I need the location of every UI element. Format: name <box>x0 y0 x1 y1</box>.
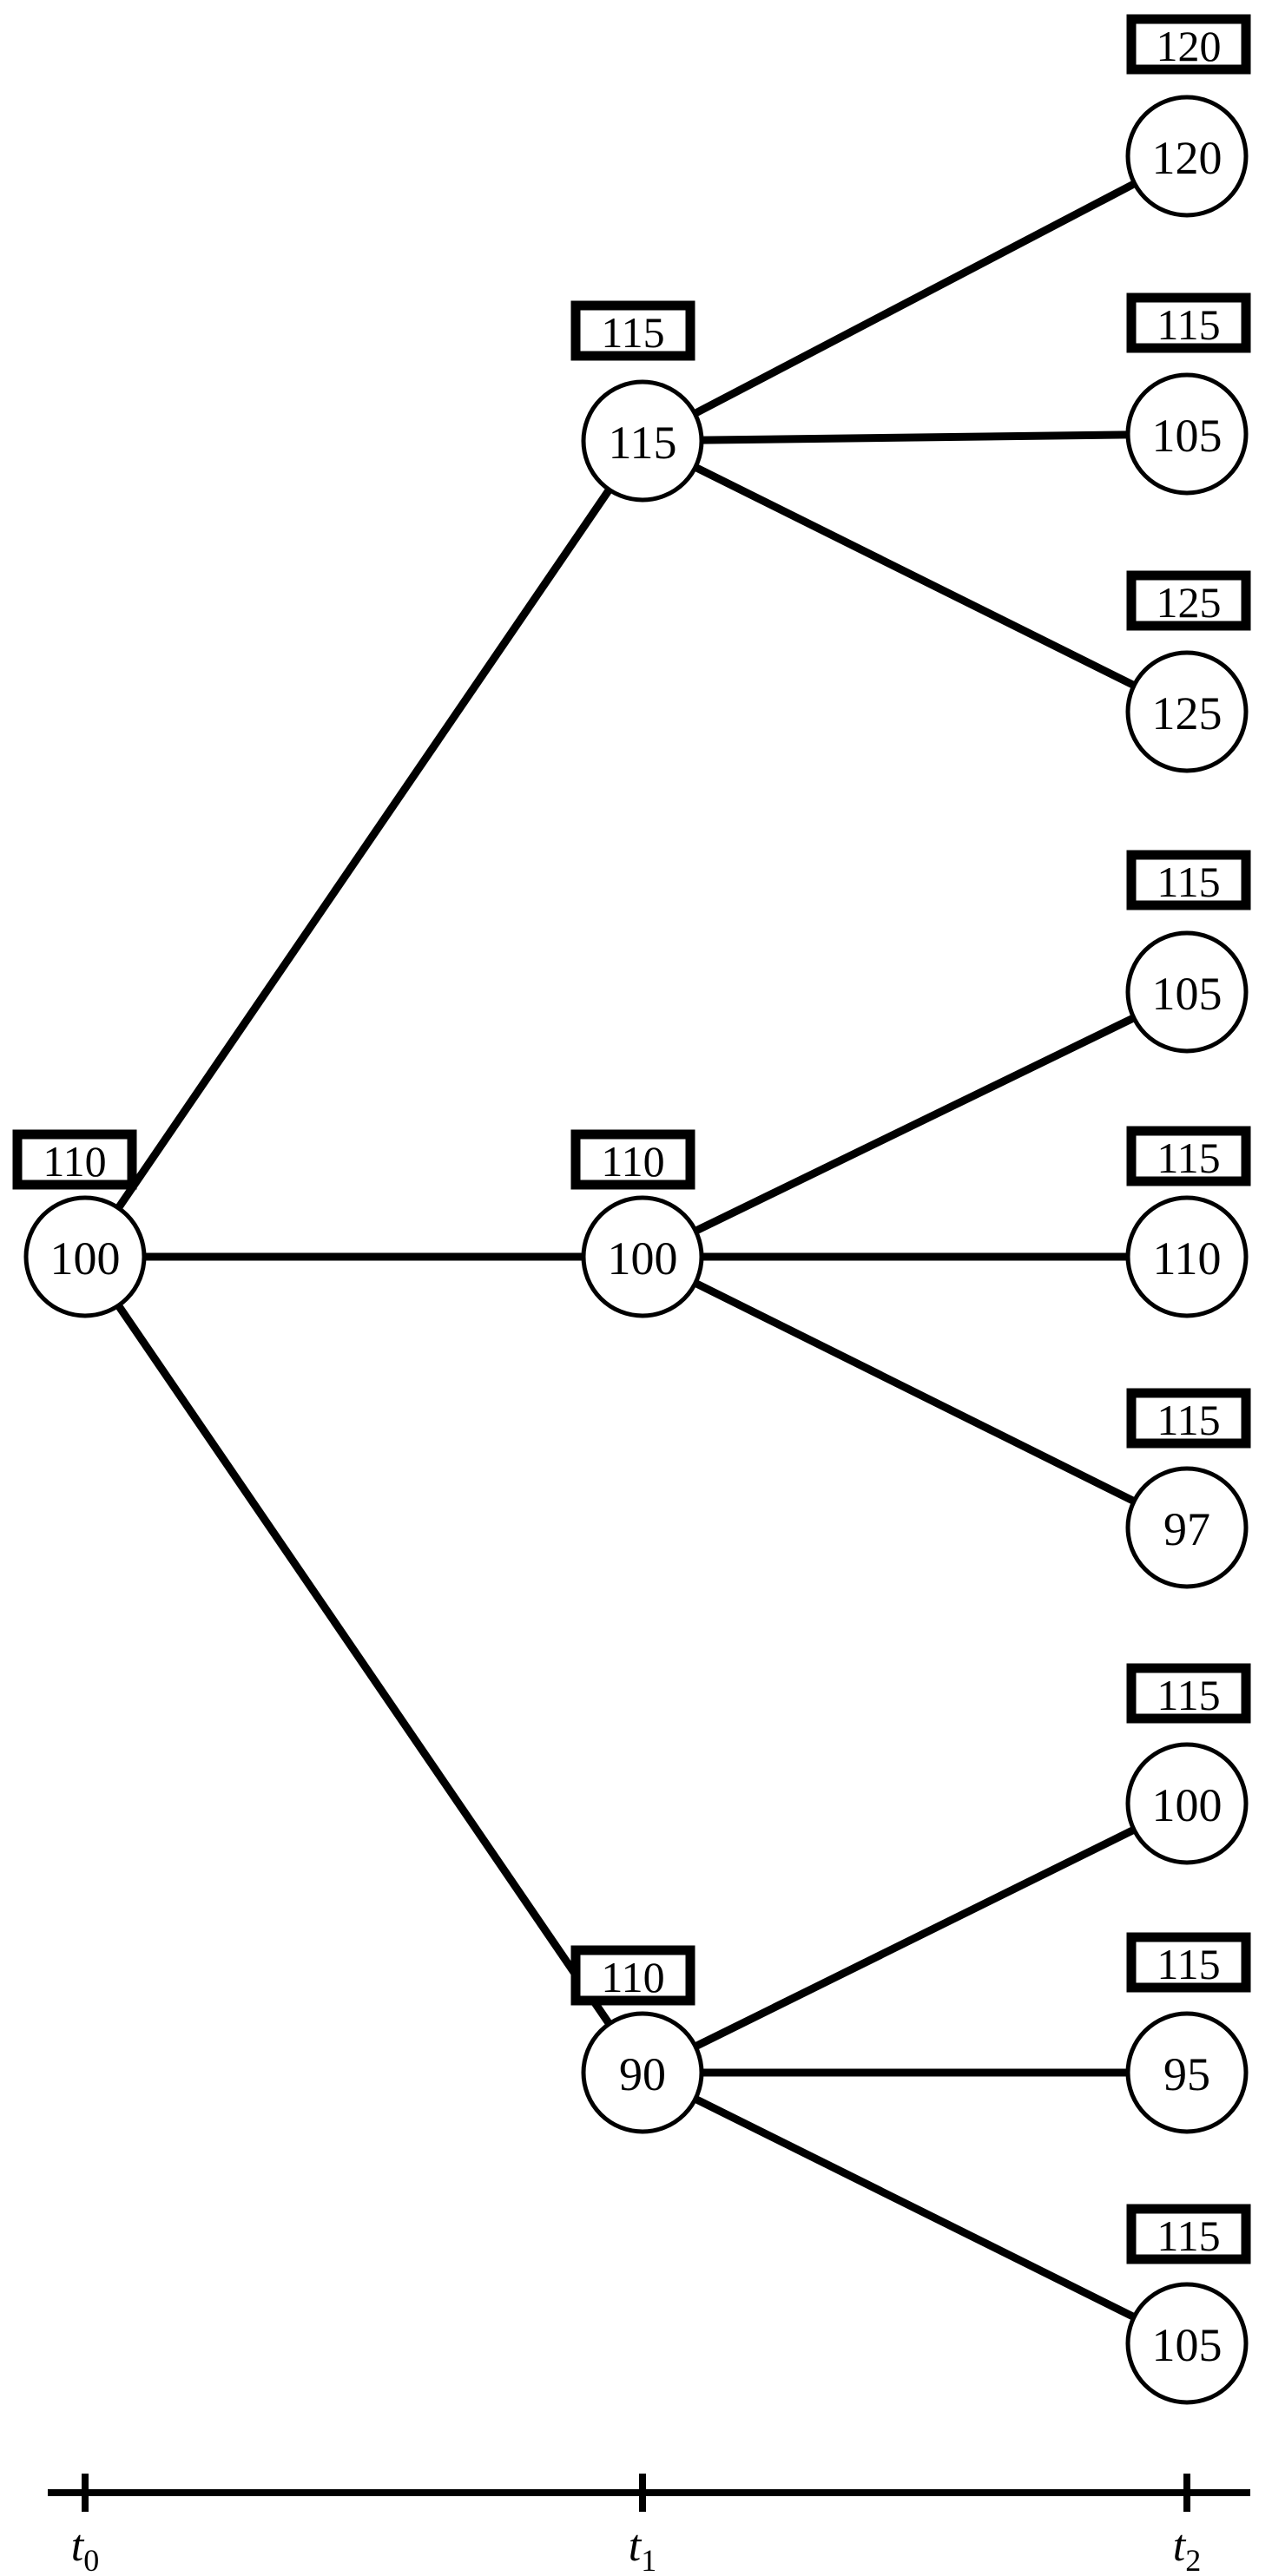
tree-edge-n0-n1u <box>115 486 613 1212</box>
value-box-n2c: 125 <box>1126 570 1251 631</box>
node-value-n2i: 105 <box>1152 2319 1223 2371</box>
axis-label-t2: t2 <box>1173 2521 1201 2576</box>
node-value-n2h: 95 <box>1163 2048 1210 2100</box>
tree-node-n2i[interactable]: 115 105 <box>1125 2204 1251 2405</box>
node-value-n1m: 100 <box>608 1232 678 1285</box>
value-box-text-n2f: 115 <box>1157 1396 1220 1444</box>
value-box-outline-n1u <box>570 300 695 361</box>
tree-node-n2d[interactable]: 115 105 <box>1125 850 1251 1054</box>
value-box-n2f: 115 <box>1126 1388 1251 1449</box>
tree-node-n2g[interactable]: 115 100 <box>1125 1663 1251 1865</box>
tree-edge-n1d-n2g <box>693 1825 1137 2051</box>
node-circle-n2b[interactable] <box>1125 372 1249 496</box>
tree-node-n2b[interactable]: 115 105 <box>1125 292 1251 496</box>
tree-edge-n1u-n2c <box>692 463 1137 690</box>
value-box-n2h: 115 <box>1126 1932 1251 1993</box>
tree-node-n2f[interactable]: 115 97 <box>1125 1388 1251 1589</box>
value-box-outline-n2e <box>1126 1126 1251 1186</box>
node-value-n0: 100 <box>50 1232 121 1285</box>
value-box-text-n2c: 125 <box>1157 578 1222 627</box>
node-circle-n2c[interactable] <box>1125 650 1249 773</box>
node-circle-n1u[interactable] <box>581 379 704 503</box>
nodes-layer: 1101001151151101001109012012011510512512… <box>12 14 1251 2405</box>
node-circle-n2h[interactable] <box>1125 2011 1249 2134</box>
value-box-outline-n2b <box>1126 292 1251 353</box>
node-circle-n0[interactable] <box>23 1195 147 1318</box>
value-box-n2a: 120 <box>1126 14 1251 75</box>
node-value-n2d: 105 <box>1152 968 1223 1020</box>
value-box-n2i: 115 <box>1126 2204 1251 2264</box>
value-box-outline-n1d <box>570 1945 695 2006</box>
tree-node-n2e[interactable]: 115 110 <box>1125 1126 1251 1318</box>
tree-edge-n1u-n2b <box>700 430 1130 444</box>
node-circle-n2g[interactable] <box>1125 1742 1249 1865</box>
tree-node-n2a[interactable]: 120 120 <box>1125 14 1251 218</box>
node-circle-n2e[interactable] <box>1125 1195 1249 1318</box>
value-box-n2b: 115 <box>1126 292 1251 353</box>
value-box-outline-n2f <box>1126 1388 1251 1449</box>
value-box-n1u: 115 <box>570 300 695 361</box>
value-box-outline-n2i <box>1126 2204 1251 2264</box>
value-box-text-n2i: 115 <box>1157 2211 1220 2260</box>
node-circle-n2a[interactable] <box>1125 95 1249 218</box>
node-circle-n2d[interactable] <box>1125 930 1249 1054</box>
value-box-text-n1d: 110 <box>601 1953 664 2001</box>
tree-node-n2h[interactable]: 115 95 <box>1125 1932 1251 2134</box>
value-box-text-n2e: 115 <box>1157 1134 1220 1182</box>
axis-label-t0: t0 <box>71 2521 99 2576</box>
node-value-n1u: 115 <box>609 417 677 469</box>
tree-edge-n1m-n2d <box>693 1014 1137 1235</box>
node-value-n2c: 125 <box>1152 687 1223 739</box>
value-box-outline-n1m <box>570 1129 695 1190</box>
tree-edge-n1d-n2i <box>692 2094 1137 2322</box>
value-box-text-n1m: 110 <box>601 1137 664 1186</box>
tree-node-n0[interactable]: 110 100 <box>12 1129 147 1318</box>
value-box-outline-n2a <box>1126 14 1251 75</box>
axis-label-t1: t1 <box>629 2521 656 2576</box>
tree-node-n1u[interactable]: 115 115 <box>570 300 704 503</box>
time-axis: t0 t1 t2 <box>48 2474 1250 2576</box>
value-box-n2g: 115 <box>1126 1663 1251 1724</box>
node-circle-n2i[interactable] <box>1125 2282 1249 2405</box>
node-value-n2e: 110 <box>1153 1232 1222 1285</box>
value-box-text-n0: 110 <box>43 1137 106 1186</box>
node-circle-n2f[interactable] <box>1125 1466 1249 1589</box>
value-box-text-n2g: 115 <box>1157 1671 1220 1719</box>
tree-edge-n1m-n2f <box>692 1278 1137 1506</box>
node-value-n2f: 97 <box>1163 1503 1210 1555</box>
tree-node-n1m[interactable]: 110 100 <box>570 1129 704 1318</box>
node-value-n2g: 100 <box>1152 1779 1223 1831</box>
tree-node-n2c[interactable]: 125 125 <box>1125 570 1251 773</box>
value-box-text-n2a: 120 <box>1157 22 1222 70</box>
value-box-n1m: 110 <box>570 1129 695 1190</box>
tree-node-n1d[interactable]: 110 90 <box>570 1945 704 2134</box>
node-circle-n1m[interactable] <box>581 1195 704 1318</box>
tree-edge-n0-n1d <box>115 1302 613 2027</box>
value-box-text-n2h: 115 <box>1157 1940 1220 1988</box>
value-box-outline-n2d <box>1126 850 1251 910</box>
value-box-outline-n0 <box>12 1129 137 1190</box>
value-box-text-n1u: 115 <box>601 308 664 357</box>
value-box-n1d: 110 <box>570 1945 695 2006</box>
value-box-outline-n2h <box>1126 1932 1251 1993</box>
value-box-n2d: 115 <box>1126 850 1251 910</box>
value-box-text-n2d: 115 <box>1157 858 1220 906</box>
node-value-n2b: 105 <box>1152 410 1223 462</box>
value-box-n2e: 115 <box>1126 1126 1251 1186</box>
node-value-n1d: 90 <box>619 2048 666 2100</box>
edges-layer <box>115 180 1137 2322</box>
value-box-outline-n2g <box>1126 1663 1251 1724</box>
value-box-outline-n2c <box>1126 570 1251 631</box>
node-circle-n1d[interactable] <box>581 2011 704 2134</box>
tree-edge-n1u-n2a <box>692 180 1137 417</box>
node-value-n2a: 120 <box>1152 132 1223 184</box>
value-box-n0: 110 <box>12 1129 137 1190</box>
value-box-text-n2b: 115 <box>1157 300 1220 349</box>
